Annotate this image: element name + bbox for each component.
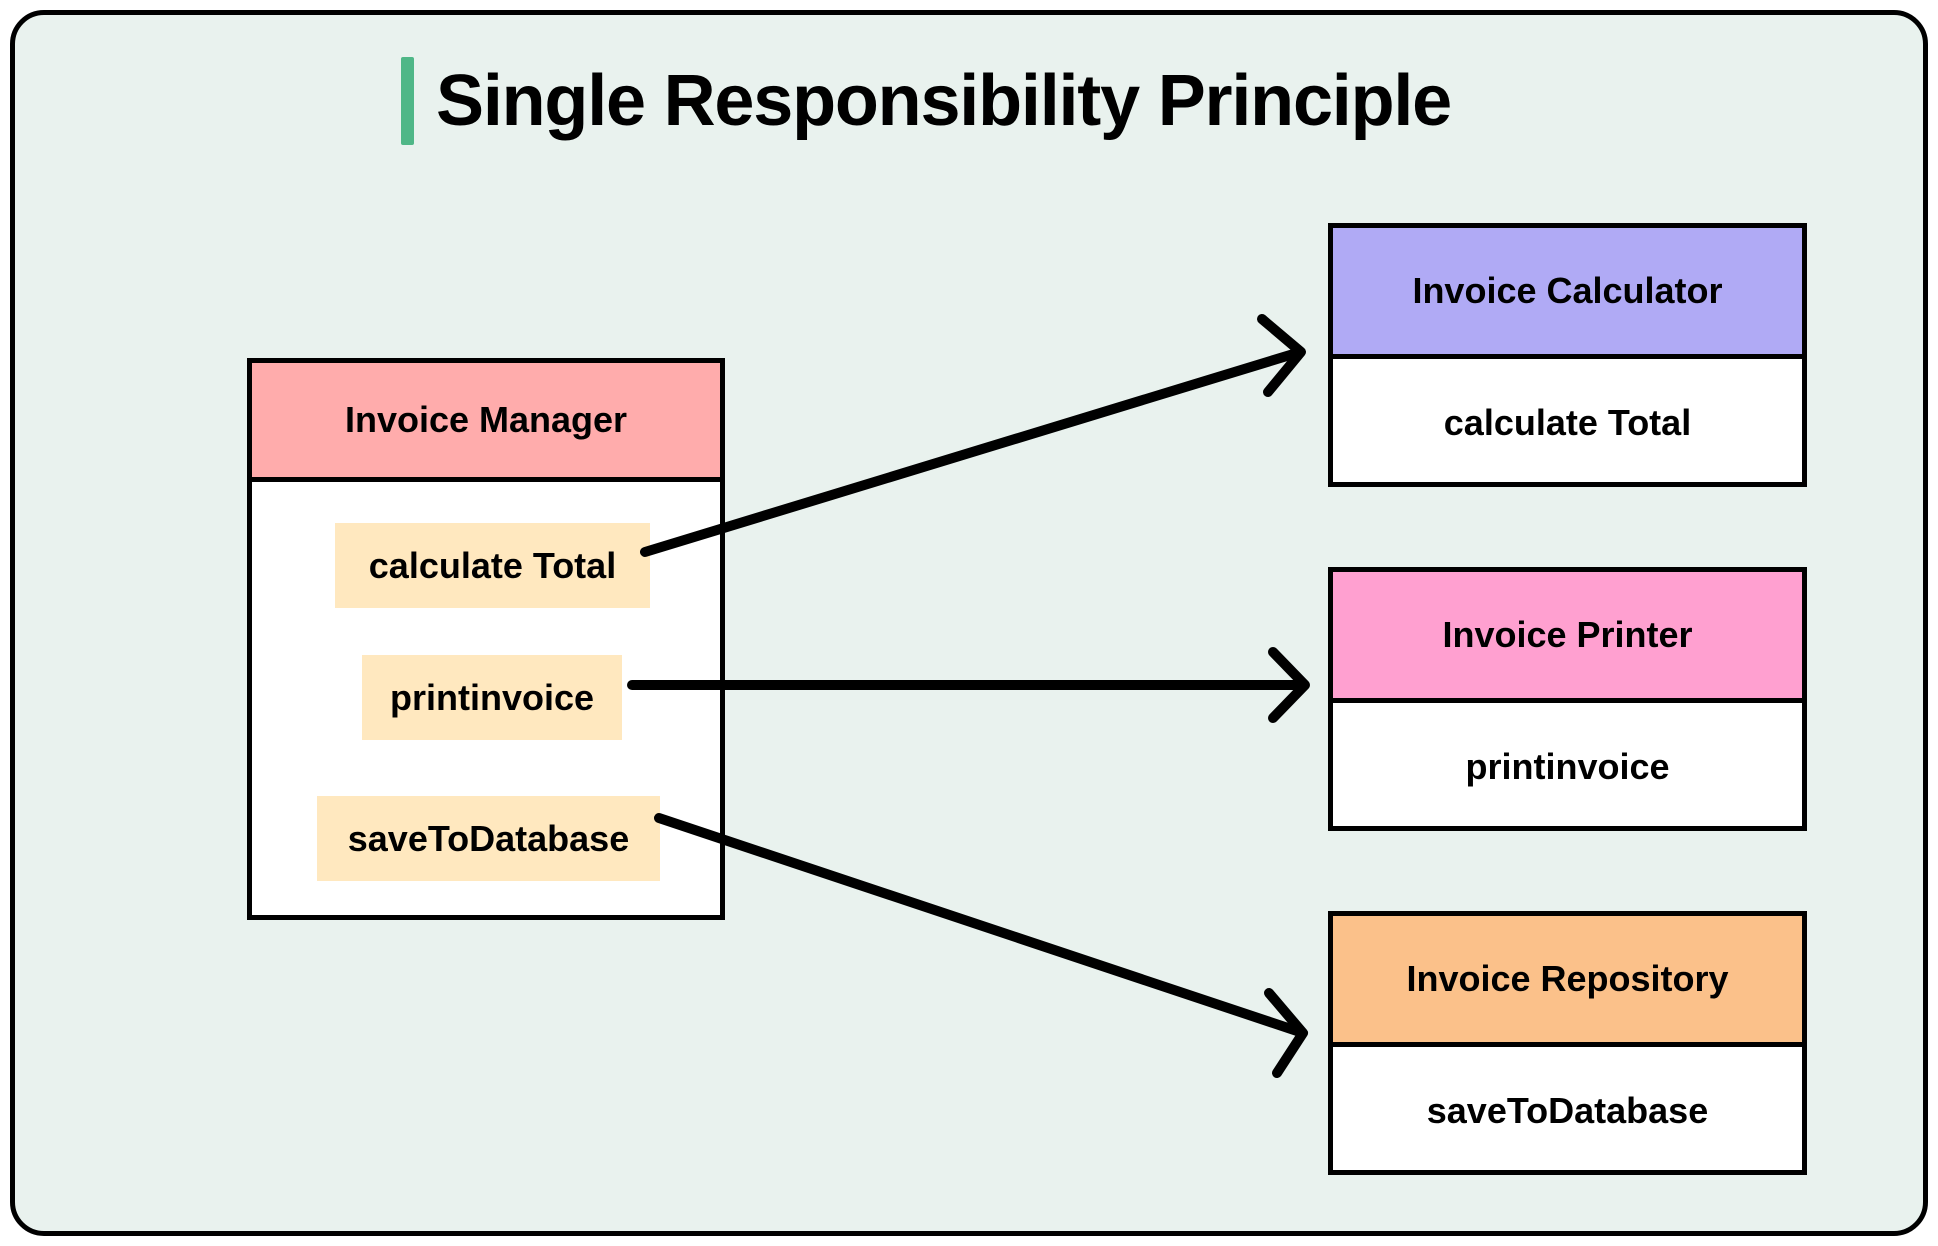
method-chip-printinvoice[interactable]: printinvoice bbox=[362, 655, 622, 740]
class-body-invoice-manager: calculate Total printinvoice saveToDatab… bbox=[252, 482, 720, 915]
class-member-printinvoice: printinvoice bbox=[1465, 746, 1670, 787]
class-body-invoice-calculator: calculate Total bbox=[1333, 359, 1802, 487]
class-header-invoice-printer: Invoice Printer bbox=[1333, 572, 1802, 703]
class-box-invoice-repository[interactable]: Invoice Repository saveToDatabase bbox=[1328, 911, 1807, 1175]
class-member-savetodatabase: saveToDatabase bbox=[1426, 1090, 1709, 1131]
class-box-invoice-calculator[interactable]: Invoice Calculator calculate Total bbox=[1328, 223, 1807, 487]
class-member-calculate-total: calculate Total bbox=[1443, 402, 1692, 443]
class-box-invoice-printer[interactable]: Invoice Printer printinvoice bbox=[1328, 567, 1807, 831]
class-box-invoice-manager[interactable]: Invoice Manager calculate Total printinv… bbox=[247, 358, 725, 920]
class-header-invoice-repository: Invoice Repository bbox=[1333, 916, 1802, 1047]
method-chip-savetodatabase[interactable]: saveToDatabase bbox=[317, 796, 660, 881]
page-title-text: Single Responsibility Principle bbox=[436, 61, 1452, 141]
class-header-invoice-calculator: Invoice Calculator bbox=[1333, 228, 1802, 359]
class-body-invoice-printer: printinvoice bbox=[1333, 703, 1802, 831]
diagram-frame: Single Responsibility Principle Invoice … bbox=[10, 10, 1928, 1236]
class-header-invoice-manager: Invoice Manager bbox=[252, 363, 720, 482]
method-chip-calculate-total[interactable]: calculate Total bbox=[335, 523, 650, 608]
page-title: Single Responsibility Principle bbox=[401, 51, 1452, 151]
class-body-invoice-repository: saveToDatabase bbox=[1333, 1047, 1802, 1175]
title-accent-bar bbox=[401, 57, 414, 145]
